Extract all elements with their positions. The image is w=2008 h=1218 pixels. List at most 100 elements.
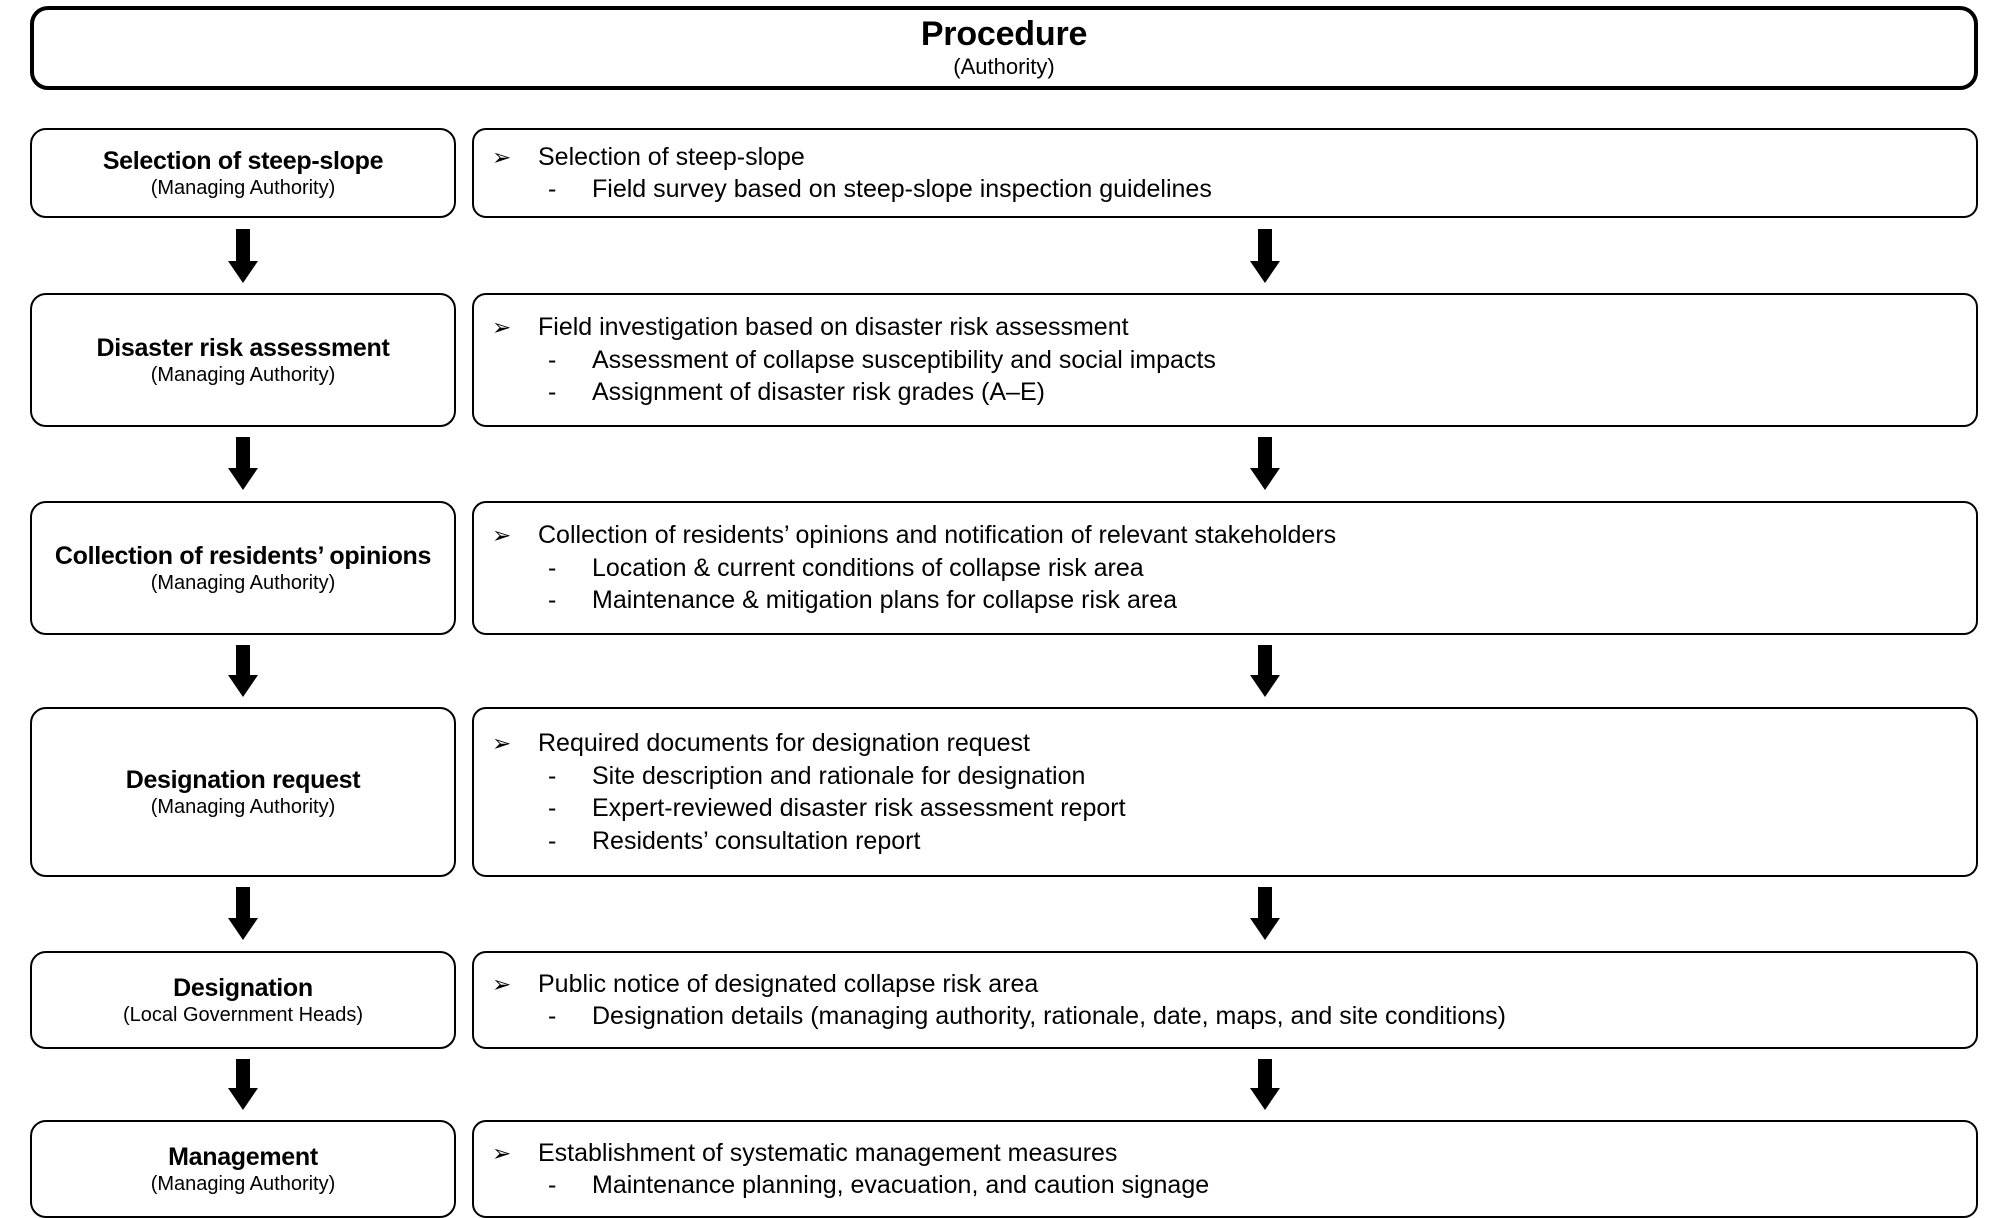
detail-text: Field investigation based on disaster ri… [538, 313, 1129, 342]
step-box: Designation(Local Government Heads) [30, 951, 456, 1049]
detail-box: ➢ Field investigation based on disaster r… [472, 293, 1978, 427]
arrow-head [228, 675, 258, 697]
dash-bullet-icon: - [548, 794, 557, 822]
detail-bullet-sub: - Expert-reviewed disaster risk assessmen… [492, 792, 1962, 825]
dash-bullet-icon: - [548, 761, 557, 790]
flow-arrow-down-icon [1250, 229, 1280, 283]
detail-text: Assessment of collapse susceptibility an… [592, 345, 1216, 374]
arrow-head [1250, 1088, 1280, 1110]
detail-box: ➢ Public notice of designated collapse ri… [472, 951, 1978, 1049]
detail-text: Location & current conditions of collaps… [592, 553, 1144, 582]
arrow-bullet-icon: ➢ [492, 314, 512, 341]
dash-bullet-icon: - [548, 378, 557, 407]
arrow-head [228, 918, 258, 940]
detail-box: ➢ Collection of residents’ opinions and n… [472, 501, 1978, 635]
flow-arrow-down-icon [1250, 437, 1280, 490]
step-authority: (Managing Authority) [150, 571, 336, 594]
dash-bullet-icon: - [548, 345, 557, 374]
step-authority: (Local Government Heads) [122, 1003, 364, 1026]
arrow-head [1250, 918, 1280, 940]
detail-text: Expert-reviewed disaster risk assessment… [592, 794, 1126, 822]
arrow-shaft [1258, 437, 1272, 468]
step-title: Selection of steep-slope [102, 146, 384, 175]
arrow-bullet-icon: ➢ [492, 730, 512, 756]
arrow-shaft [1258, 1059, 1272, 1088]
step-authority: (Managing Authority) [150, 1172, 336, 1195]
dash-bullet-icon: - [548, 826, 557, 855]
detail-bullet-main: ➢ Field investigation based on disaster r… [492, 311, 1962, 344]
arrow-bullet-icon: ➢ [492, 143, 512, 170]
flow-arrow-down-icon [228, 887, 258, 940]
dash-bullet-icon: - [548, 175, 557, 203]
detail-bullet-sub: - Field survey based on steep-slope inspe… [492, 173, 1962, 206]
detail-box: ➢ Selection of steep-slope - Field survey b… [472, 128, 1978, 218]
arrow-shaft [236, 437, 250, 468]
detail-text: Maintenance planning, evacuation, and ca… [592, 1171, 1210, 1199]
detail-bullet-main: ➢ Selection of steep-slope [492, 141, 1962, 174]
step-box: Disaster risk assessment(Managing Author… [30, 293, 456, 427]
arrow-head [1250, 468, 1280, 490]
flow-arrow-down-icon [1250, 645, 1280, 697]
arrow-shaft [236, 887, 250, 918]
arrow-head [1250, 675, 1280, 697]
detail-bullet-sub: - Residents’ consultation report [492, 825, 1962, 858]
detail-bullet-sub: -Designation details (managing authority… [492, 1000, 1962, 1033]
detail-text: Required documents for designation reque… [538, 729, 1030, 757]
step-title: Management [168, 1142, 318, 1171]
step-box: Management(Managing Authority) [30, 1120, 456, 1218]
arrow-head [228, 1088, 258, 1110]
step-title: Designation request [125, 765, 361, 794]
flow-arrow-down-icon [228, 229, 258, 283]
arrow-shaft [1258, 887, 1272, 918]
detail-text: Designation details (managing authority,… [592, 1002, 1506, 1030]
step-box: Collection of residents’ opinions(Managi… [30, 501, 456, 635]
dash-bullet-icon: - [548, 586, 557, 615]
detail-bullet-main: ➢ Collection of residents’ opinions and n… [492, 519, 1962, 552]
arrow-bullet-icon: ➢ [492, 1139, 512, 1166]
arrow-head [228, 468, 258, 490]
detail-bullet-sub: - Maintenance & mitigation plans for coll… [492, 584, 1962, 617]
step-title: Designation [173, 973, 313, 1002]
step-authority: (Managing Authority) [150, 795, 336, 818]
arrow-shaft [236, 1059, 250, 1088]
detail-bullet-sub: - Maintenance planning, evacuation, and c… [492, 1169, 1962, 1202]
step-authority: (Managing Authority) [150, 176, 336, 199]
detail-bullet-main: ➢Establishment of systematic management … [492, 1137, 1962, 1170]
detail-text: Collection of residents’ opinions and no… [538, 521, 1337, 550]
detail-bullet-sub: - Location & current conditions of collap… [492, 552, 1962, 585]
step-box: Selection of steep-slope(Managing Author… [30, 128, 456, 218]
header-box: Procedure (Authority) [30, 6, 1978, 90]
step-authority: (Managing Authority) [150, 363, 336, 386]
flow-arrow-down-icon [228, 1059, 258, 1110]
detail-bullet-sub: - Site description and rationale for desi… [492, 760, 1962, 793]
detail-box: ➢ Required documents for designation requ… [472, 707, 1978, 877]
header-subtitle: (Authority) [953, 54, 1055, 80]
detail-text: Assignment of disaster risk grades (A–E) [592, 378, 1045, 407]
dash-bullet-icon: - [548, 1171, 557, 1199]
flow-arrow-down-icon [1250, 887, 1280, 940]
detail-text: Public notice of designated collapse ris… [538, 969, 1039, 998]
step-title: Disaster risk assessment [96, 333, 390, 362]
detail-text: Field survey based on steep-slope inspec… [592, 175, 1212, 203]
arrow-shaft [1258, 645, 1272, 675]
header-title: Procedure [920, 15, 1088, 54]
detail-bullet-main: ➢ Public notice of designated collapse ri… [492, 968, 1962, 1001]
detail-text: Maintenance & mitigation plans for colla… [592, 586, 1178, 615]
detail-bullet-main: ➢ Required documents for designation requ… [492, 727, 1962, 760]
detail-text: Site description and rationale for desig… [592, 761, 1086, 790]
detail-bullet-sub: - Assessment of collapse susceptibility a… [492, 344, 1962, 377]
flow-arrow-down-icon [1250, 1059, 1280, 1110]
step-box: Designation request(Managing Authority) [30, 707, 456, 877]
arrow-head [228, 261, 258, 283]
arrow-bullet-icon: ➢ [492, 522, 512, 549]
detail-bullet-sub: - Assignment of disaster risk grades (A–E… [492, 376, 1962, 409]
flow-arrow-down-icon [228, 645, 258, 697]
dash-bullet-icon: - [548, 553, 557, 582]
arrow-bullet-icon: ➢ [492, 970, 512, 997]
step-title: Collection of residents’ opinions [54, 541, 432, 570]
detail-text: Residents’ consultation report [592, 826, 921, 855]
detail-box: ➢Establishment of systematic management … [472, 1120, 1978, 1218]
arrow-shaft [1258, 229, 1272, 261]
detail-text: Selection of steep-slope [538, 142, 805, 171]
